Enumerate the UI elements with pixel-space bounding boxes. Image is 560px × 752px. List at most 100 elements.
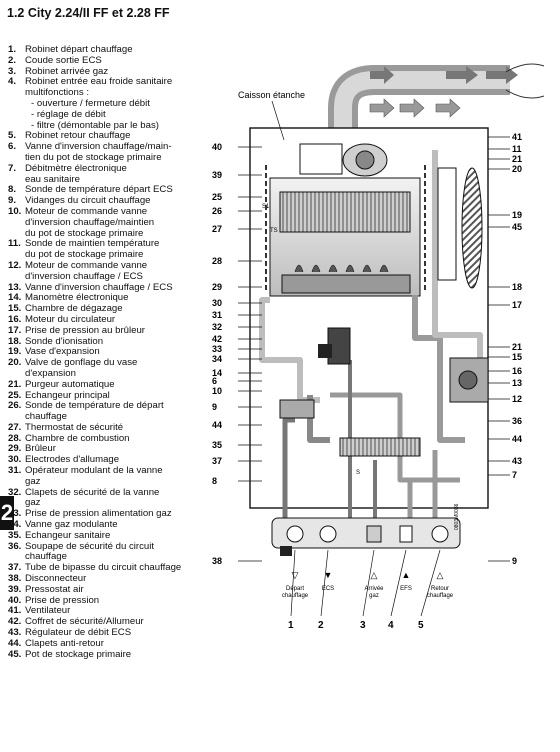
- legend-text: - réglage de débit: [31, 108, 106, 120]
- main-exchanger: [279, 191, 411, 233]
- legend-text: Sonde de température départ ECS: [25, 184, 173, 196]
- legend-text: Moteur de commande vanne d'inversion cha…: [25, 259, 148, 282]
- callout-label: 21: [512, 342, 522, 352]
- legend-number: 21.: [8, 378, 22, 390]
- legend-number: 32.: [8, 486, 22, 498]
- callout-label: 38: [212, 556, 222, 566]
- section-tab: 2: [0, 496, 14, 530]
- callout-label: 31: [212, 310, 222, 320]
- legend-number: 29.: [8, 443, 22, 455]
- legend-number: 42.: [8, 616, 22, 628]
- legend-text: Thermostat de sécurité: [25, 421, 124, 433]
- legend-item: - ouverture / fermeture débit: [8, 97, 208, 110]
- connection-label: Départ: [286, 586, 304, 592]
- legend-text: Clapets anti-retour: [25, 637, 104, 649]
- connection-labels: ▽Départchauffage▼ECS△Arrivéegaz▲EFS△Reto…: [282, 570, 454, 599]
- legend-item: 21.Purgeur automatique: [8, 378, 208, 391]
- legend-text: Régulateur de débit ECS: [25, 627, 132, 639]
- legend-number: 13.: [8, 281, 22, 293]
- legend-number: 9.: [8, 195, 17, 207]
- diverter-valve: [279, 399, 315, 419]
- legend-item: 44.Clapets anti-retour: [8, 637, 208, 650]
- callout-label: 40: [212, 142, 222, 152]
- callout-label: 16: [512, 366, 522, 376]
- legend-text: Chambre de dégazage: [25, 303, 123, 315]
- legend-item: 37.Tube de bipasse du circuit chauffage: [8, 562, 208, 574]
- legend-item: 25.Echangeur principal: [8, 389, 208, 402]
- legend-number: 25.: [8, 389, 22, 401]
- legend-text: Prise de pression: [25, 594, 100, 606]
- callout-label: 35: [212, 440, 222, 450]
- legend-number: [8, 99, 25, 110]
- legend-item: 19.Vase d'expansion: [8, 347, 208, 358]
- legend-number: 11.: [8, 238, 21, 250]
- legend-number: 4.: [8, 76, 17, 88]
- legend-number: 43.: [8, 627, 22, 639]
- legend-number: 45.: [8, 648, 22, 660]
- legend-item: 10.Moteur de commande vanne d'inversion …: [8, 206, 208, 239]
- expansion-vessel: [461, 167, 483, 289]
- burner: [281, 264, 411, 294]
- callout-label: 9: [212, 402, 217, 412]
- legend-number: 37.: [8, 562, 22, 574]
- callout-label: 15: [512, 352, 522, 362]
- legend-text: - ouverture / fermeture débit: [31, 97, 150, 109]
- ignition-box: [318, 344, 332, 358]
- legend-number: 18.: [8, 335, 22, 347]
- legend-text: Ventilateur: [25, 605, 71, 617]
- legend-text: Clapets de sécurité de la vanne gaz: [25, 486, 160, 509]
- legend-text: Echangeur sanitaire: [25, 529, 111, 541]
- legend-number: 14.: [8, 292, 22, 304]
- legend-item: 38.Disconnecteur: [8, 573, 208, 585]
- legend-text: Vanne d'inversion chauffage / ECS: [25, 281, 173, 293]
- legend-number: 3.: [8, 65, 17, 77]
- legend-text: Moteur du circulateur: [25, 313, 116, 325]
- callout-label: 9: [512, 556, 517, 566]
- bottom-number: 1: [288, 620, 294, 631]
- callout-label: 21: [512, 154, 522, 164]
- legend-item: 17.Prise de pression au brûleur: [8, 325, 208, 337]
- page-title: 1.2 City 2.24/II FF et 2.28 FF: [7, 6, 170, 20]
- callout-label: 44: [512, 434, 522, 444]
- callout-label: 32: [212, 322, 222, 332]
- connection-label: Retour: [431, 586, 449, 592]
- legend-number: 6.: [8, 141, 17, 153]
- legend-text: Débitmètre électronique eau sanitaire: [25, 162, 127, 185]
- legend-text: Sonde d'ionisation: [25, 335, 104, 347]
- legend-text: Vidanges du circuit chauffage: [25, 195, 151, 207]
- connection-label: ECS: [322, 586, 334, 592]
- callout-label: 17: [512, 300, 522, 310]
- callout-label: 42: [212, 334, 222, 344]
- legend-number: 2.: [8, 54, 17, 66]
- callout-label: 29: [212, 282, 222, 292]
- legend-item: 27.Thermostat de sécurité: [8, 421, 208, 434]
- legend-number: 15.: [8, 303, 22, 315]
- legend-text: Chambre de combustion: [25, 432, 130, 444]
- callouts-left: 4039252627282930313242333414610944353783…: [212, 142, 262, 566]
- legend-text: Opérateur modulant de la vanne gaz: [25, 465, 163, 487]
- fan: [299, 143, 388, 177]
- ref-code: 0803M0036: [454, 503, 460, 530]
- legend-item: 40.Prise de pression: [8, 594, 208, 607]
- boiler-diagram: Caisson étanche S1 TS S: [212, 63, 545, 631]
- legend-number: 27.: [8, 421, 22, 433]
- legend-number: 44.: [8, 637, 22, 649]
- callout-label: 10: [212, 386, 222, 396]
- legend-item: 2.Coude sortie ECS: [8, 54, 208, 67]
- legend-item: 29.Brûleur: [8, 444, 208, 455]
- legend-item: 3.Robinet arrivée gaz: [8, 65, 208, 78]
- callout-label: 26: [212, 206, 222, 216]
- legend-number: 30.: [8, 454, 22, 466]
- callout-label: 11: [512, 144, 522, 154]
- legend-number: 39.: [8, 583, 22, 595]
- callout-label: 37: [212, 456, 222, 466]
- legend-text: Robinet retour chauffage: [25, 130, 131, 142]
- legend-text: Prise de pression alimentation gaz: [25, 508, 172, 520]
- flow-arrow-icon: ▽: [292, 570, 299, 580]
- connection-label: chauffage: [427, 593, 454, 599]
- legend-text: Purgeur automatique: [25, 378, 115, 390]
- callout-label: 45: [512, 222, 522, 232]
- legend-number: 41.: [8, 605, 22, 617]
- legend-item: 13.Vanne d'inversion chauffage / ECS: [8, 281, 208, 294]
